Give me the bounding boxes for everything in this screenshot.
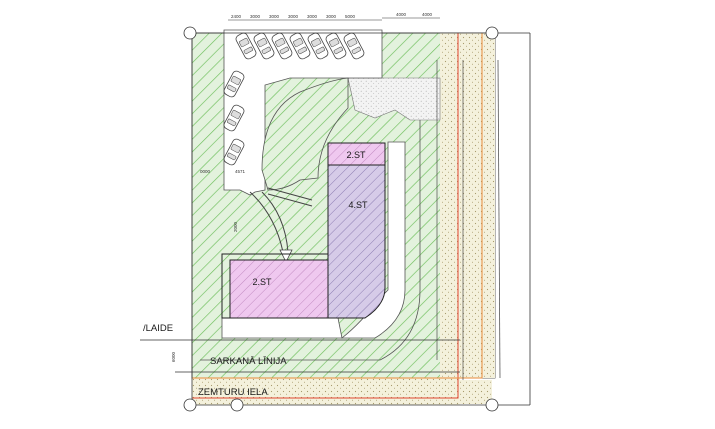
building-outline: [221, 253, 329, 319]
marker-top-left: [183, 26, 197, 40]
dimension-label: 5000: [345, 14, 356, 19]
dim-top-right-1: 4000: [396, 12, 407, 17]
marker-top-right: [485, 26, 499, 40]
dimension-label: 3000: [307, 14, 318, 19]
grey-street-line: [497, 59, 501, 379]
dimension-label: 2400: [231, 14, 242, 19]
curved-border: [200, 120, 421, 361]
ramp-line-mid: [267, 187, 313, 201]
marker-bottom-left: [183, 398, 197, 412]
ramp-line-right: [261, 191, 289, 253]
label-2st-top: 2.ST: [346, 150, 366, 160]
building-2st-bottom: [229, 259, 329, 319]
sidewalk-bottom: [192, 380, 492, 404]
marker-bottom-right: [485, 398, 499, 412]
label-red-line: SARKANĀ LĪNIJA: [210, 356, 287, 367]
dim-left: 0000: [200, 169, 211, 174]
label-2st-bottom: 2.ST: [252, 277, 272, 287]
marker-bottom-mid: [230, 398, 244, 412]
paved-dotted-area: [347, 77, 441, 121]
dim-misc-a: 4571: [235, 169, 246, 174]
ramp-line-mid2: [267, 193, 313, 207]
dim-top-right-2: 4000: [422, 12, 433, 17]
dimension-label: 3000: [269, 14, 280, 19]
dimension-label: 3000: [326, 14, 337, 19]
dimension-label: 3000: [250, 14, 261, 19]
ramp-arrow: [279, 249, 293, 263]
dimension-top-row: 2400 3000 3000 3000 3000 3000 5000: [231, 14, 356, 19]
paved-walkway-bottom: [221, 317, 343, 339]
ramp-line-left: [249, 191, 284, 253]
dim-bottom-left: 6000: [171, 351, 176, 362]
label-partial: /LAIDE: [143, 323, 173, 334]
red-boundary-line: [192, 33, 459, 399]
label-street: ZEMTURU IELA: [198, 387, 268, 398]
building-4st: [327, 164, 386, 319]
dimension-label: 3000: [288, 14, 299, 19]
dim-misc-b: 2000: [233, 221, 238, 232]
driveway: [261, 77, 349, 191]
label-4st: 4.ST: [348, 200, 368, 210]
orange-boundary-line: [192, 33, 483, 379]
